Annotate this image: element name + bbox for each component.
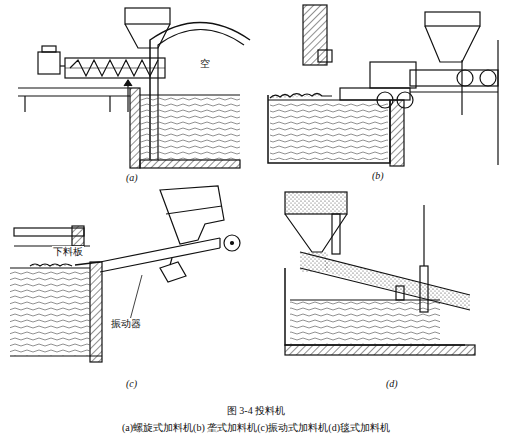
part-label: 下料板 (52, 246, 84, 258)
panel-letter: (d) (386, 378, 398, 390)
figure-caption: 图 3-4 投料机 (227, 405, 285, 417)
panel-letter: (c) (126, 378, 137, 390)
part-label: 振动器 (110, 318, 142, 330)
part-label: 空 (200, 58, 210, 70)
panel-letter: (a) (126, 172, 138, 184)
subcaption: (a)螺旋式加料机(b) 垄式加料机(c)振动式加料机(d)毯式加料机 (122, 422, 390, 434)
panel-letter: (b) (372, 170, 384, 182)
